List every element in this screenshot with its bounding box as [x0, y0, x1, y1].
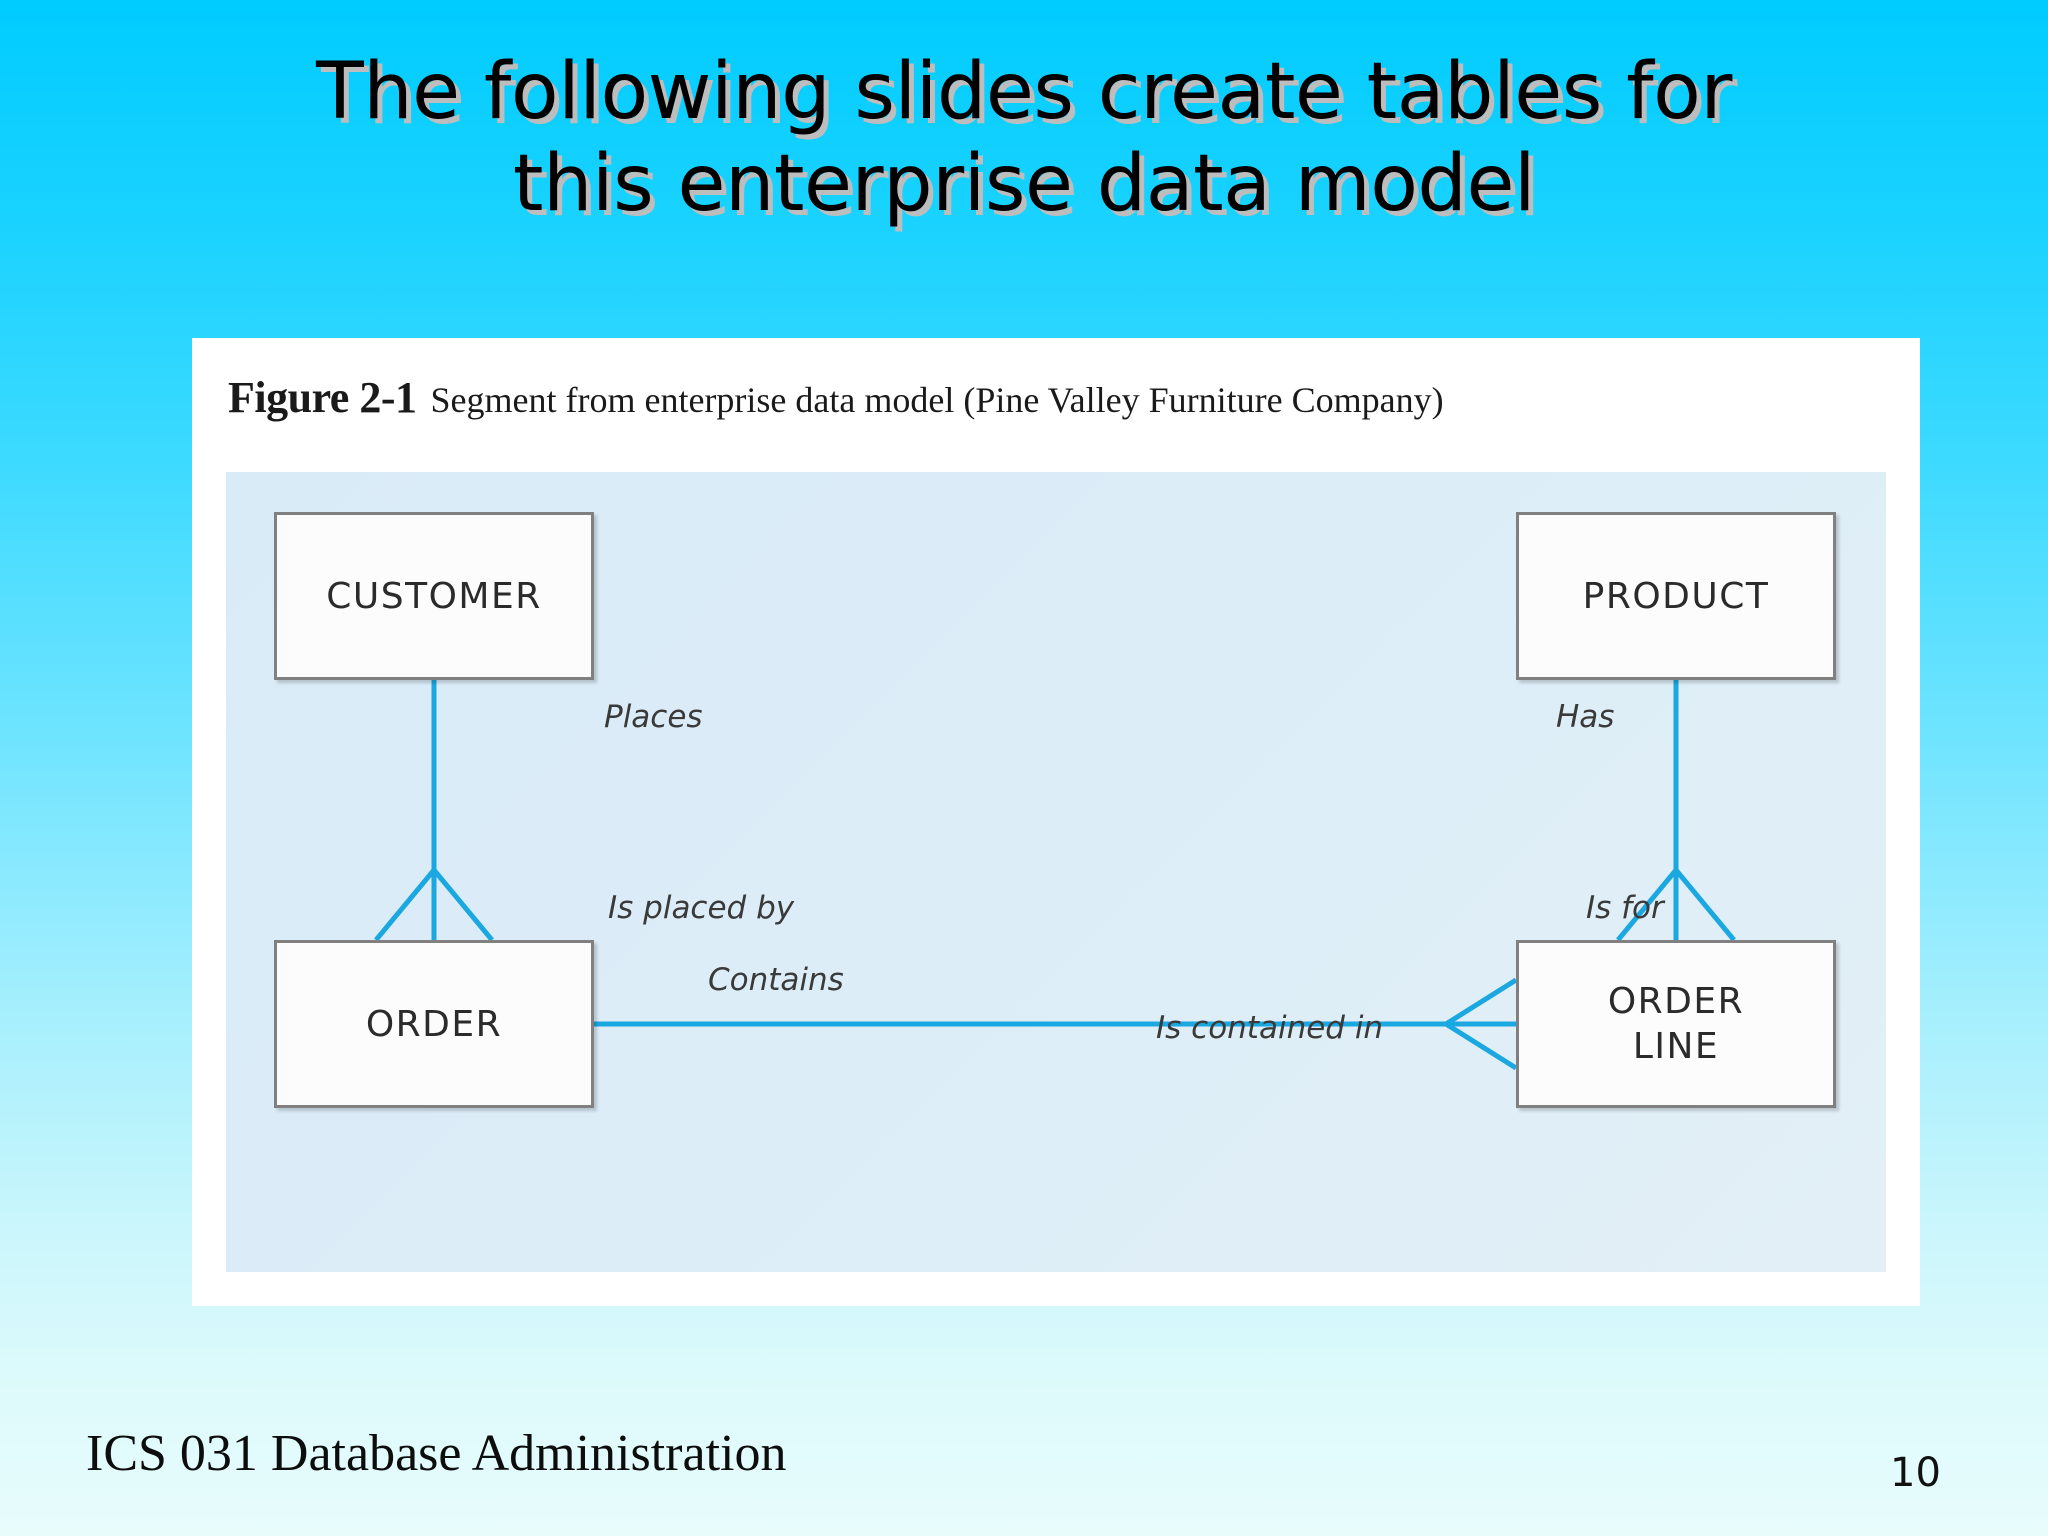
entity-customer[interactable]: CUSTOMER	[274, 512, 594, 680]
figure-caption: Figure 2-1 Segment from enterprise data m…	[228, 372, 1444, 423]
entity-product[interactable]: PRODUCT	[1516, 512, 1836, 680]
entity-order[interactable]: ORDER	[274, 940, 594, 1108]
relationship-label-is-for: Is for	[1586, 890, 1664, 926]
relationship-label-is-contained-in: Is contained in	[1156, 1010, 1384, 1046]
relationship-label-has: Has	[1556, 699, 1615, 735]
crowfoot-orderline-left-lower	[1444, 1021, 1518, 1071]
er-diagram: CUSTOMER PRODUCT ORDER ORDER LINE Places…	[226, 472, 1886, 1272]
entity-order-label: ORDER	[365, 1003, 503, 1045]
relationship-label-places: Places	[604, 699, 703, 735]
entity-customer-label: CUSTOMER	[326, 575, 542, 617]
page-title: The following slides create tables for t…	[140, 46, 1908, 230]
figure-caption-text: Segment from enterprise data model (Pine…	[430, 380, 1444, 420]
figure-caption-label: Figure 2-1	[228, 373, 417, 422]
footer-course-label: ICS 031 Database Administration	[86, 1425, 787, 1482]
page-title-line-2: this enterprise data model	[512, 139, 1536, 230]
entity-order-line-label: ORDER LINE	[1607, 981, 1745, 1067]
crowfoot-orderline-left-upper	[1444, 977, 1518, 1027]
relationship-label-contains: Contains	[708, 962, 844, 998]
figure-panel: Figure 2-1 Segment from enterprise data m…	[192, 338, 1920, 1306]
crowfoot-order-right	[432, 868, 494, 942]
page-number: 10	[1890, 1450, 1941, 1496]
crowfoot-order-left	[374, 868, 436, 942]
entity-product-label: PRODUCT	[1582, 575, 1770, 617]
crowfoot-orderline-top-right	[1674, 868, 1736, 942]
relationship-label-is-placed-by: Is placed by	[608, 890, 795, 926]
page-title-line-1: The following slides create tables for	[316, 47, 1732, 137]
entity-order-line[interactable]: ORDER LINE	[1516, 940, 1836, 1108]
